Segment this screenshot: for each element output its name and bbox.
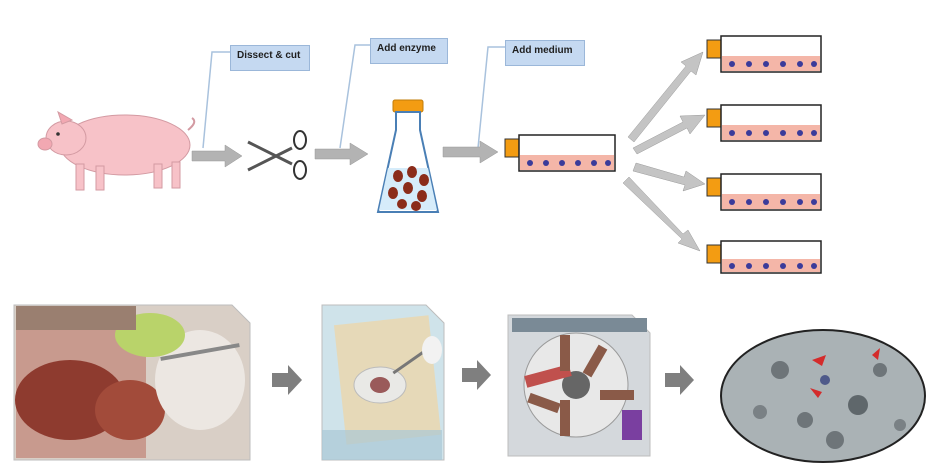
culture-flask-icon: [504, 134, 616, 172]
culture-flask-icon: [706, 240, 822, 274]
arrow-icon: [665, 365, 694, 395]
red-arrow-marker: [872, 348, 880, 360]
arrow-icon: [442, 140, 499, 164]
scissors-icon: [247, 130, 307, 180]
culture-flask-icon: [706, 35, 822, 73]
tissue-mincing-photo: [321, 304, 445, 461]
arrow-icon: [272, 365, 302, 395]
arrow-icon: [462, 360, 491, 390]
dissection-photo: [13, 304, 251, 461]
red-arrow-marker: [812, 355, 826, 366]
arrow-icon: [632, 162, 706, 192]
microscope-cells-photo: [720, 329, 926, 463]
connector-line: [202, 51, 230, 149]
label-dissect-cut: Dissect & cut: [230, 45, 310, 71]
split-arrows: [622, 51, 706, 252]
label-add-medium: Add medium: [505, 40, 585, 66]
pig-illustration: [37, 110, 196, 191]
red-arrow-marker: [810, 388, 822, 398]
flask-icon: [376, 99, 440, 213]
culture-flask-icon: [706, 173, 822, 211]
arrow-icon: [314, 142, 369, 166]
connector-line: [339, 44, 370, 149]
connector-line: [477, 46, 505, 149]
arrow-icon: [191, 144, 243, 168]
arrow-icon: [632, 114, 706, 155]
tube-rotator-photo: [507, 314, 651, 457]
label-add-enzyme: Add enzyme: [370, 38, 448, 64]
arrow-icon: [622, 176, 701, 252]
culture-flask-icon: [706, 104, 822, 142]
arrow-icon: [627, 51, 704, 143]
